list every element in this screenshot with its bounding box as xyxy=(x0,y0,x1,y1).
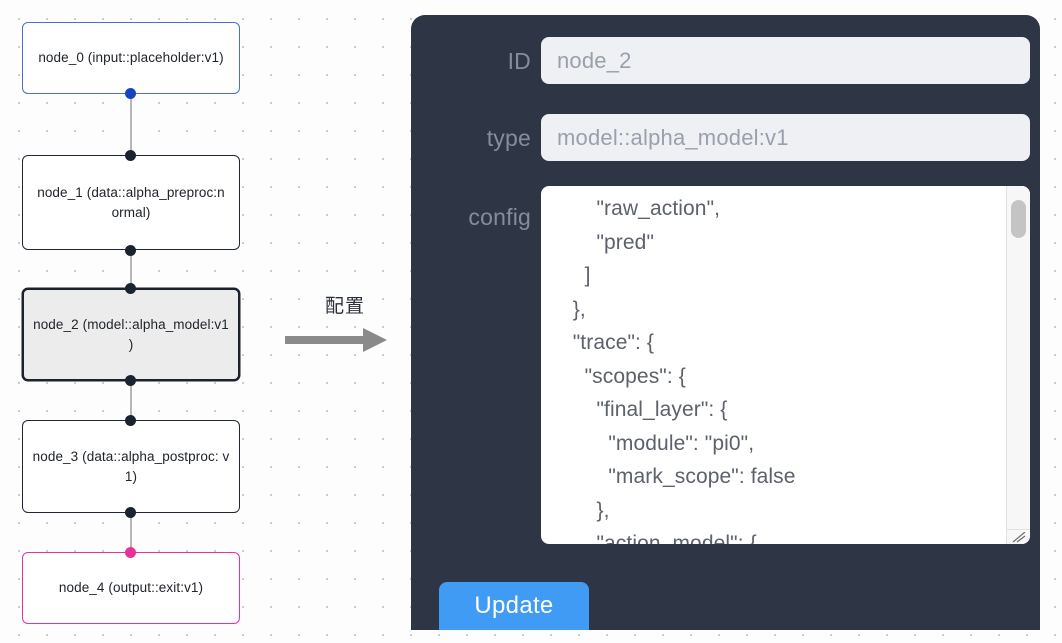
flow-node-label: node_2 (model::alpha_model:v1 ) xyxy=(33,317,229,352)
config-textarea-scrollbar[interactable] xyxy=(1006,186,1030,531)
type-field-label: type xyxy=(486,125,531,151)
node-handle-source-node_1[interactable] xyxy=(125,245,136,256)
annotation-label: 配置 xyxy=(324,295,365,317)
edge-node1-node2 xyxy=(130,248,133,292)
node-handle-target-node_4[interactable] xyxy=(125,547,136,558)
node-handle-target-node_1[interactable] xyxy=(125,150,136,161)
flow-node-node_3[interactable]: node_3 (data::alpha_postproc: v1) xyxy=(22,420,240,513)
field-row-type: type xyxy=(411,114,1040,161)
field-row-id: ID xyxy=(411,37,1040,84)
node-handle-source-node_0[interactable] xyxy=(125,88,136,99)
flow-node-node_4[interactable]: node_4 (output::exit:v1) xyxy=(22,552,240,624)
flow-node-node_1[interactable]: node_1 (data::alpha_preproc:n ormal) xyxy=(22,155,240,250)
config-textarea-resize-handle[interactable] xyxy=(1006,529,1030,544)
node-handle-source-node_2[interactable] xyxy=(125,375,136,386)
edge-node2-node3 xyxy=(130,379,133,424)
edge-node0-node1 xyxy=(130,92,133,158)
right-arrow-icon xyxy=(285,327,387,352)
config-field-label: config xyxy=(468,204,531,230)
node-handle-source-node_3[interactable] xyxy=(125,507,136,518)
flow-node-node_2[interactable]: node_2 (model::alpha_model:v1 ) xyxy=(22,288,240,381)
node-handle-target-node_3[interactable] xyxy=(125,415,136,426)
resize-grip-icon xyxy=(1012,532,1026,543)
node-config-panel: ID type config "raw_action", "pred" ] },… xyxy=(411,15,1040,630)
id-field-label: ID xyxy=(507,48,531,74)
config-textarea-wrapper[interactable]: "raw_action", "pred" ] }, "trace": { "sc… xyxy=(541,186,1030,544)
flow-node-label: node_3 (data::alpha_postproc: v1) xyxy=(32,449,230,484)
flow-node-label: node_0 (input::placeholder:v1) xyxy=(38,50,224,66)
node-handle-target-node_2[interactable] xyxy=(125,283,136,294)
annotation-group: 配置 xyxy=(285,296,405,354)
id-input[interactable] xyxy=(541,37,1030,84)
field-row-config: config "raw_action", "pred" ] }, "trace"… xyxy=(411,186,1040,544)
flow-node-label: node_4 (output::exit:v1) xyxy=(58,580,204,596)
config-textarea-scroll-thumb[interactable] xyxy=(1011,200,1026,238)
type-input[interactable] xyxy=(541,114,1030,161)
edge-node3-node4 xyxy=(130,511,133,556)
update-button[interactable]: Update xyxy=(439,582,589,630)
config-textarea[interactable]: "raw_action", "pred" ] }, "trace": { "sc… xyxy=(572,197,796,544)
flow-node-label: node_1 (data::alpha_preproc:n ormal) xyxy=(37,185,225,220)
flow-node-node_0[interactable]: node_0 (input::placeholder:v1) xyxy=(22,22,240,94)
